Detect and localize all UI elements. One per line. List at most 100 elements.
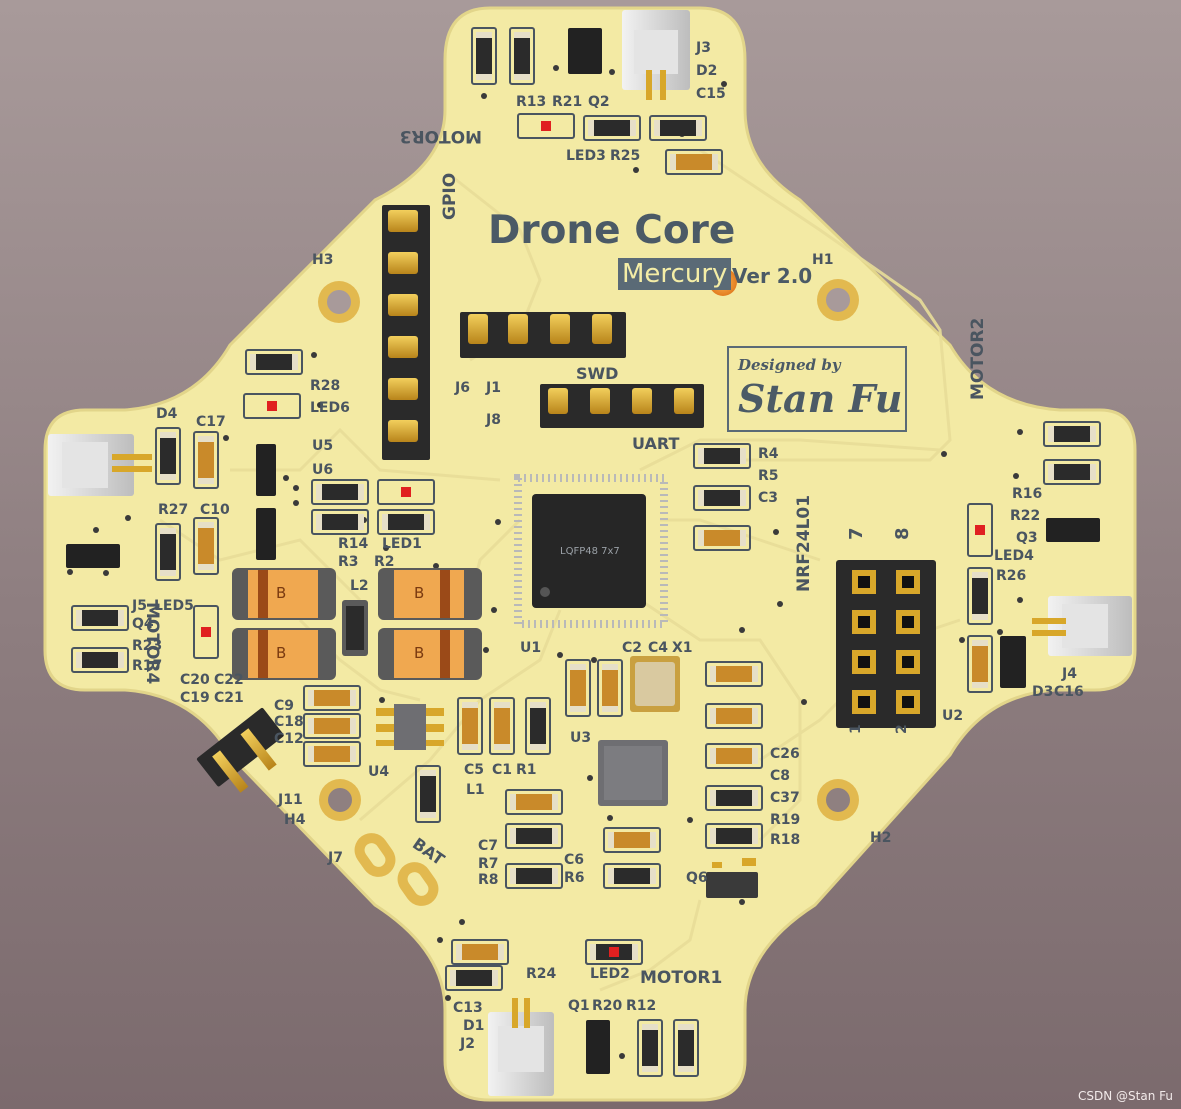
silk-label-motor2: MOTOR2 [968,317,988,400]
inductor-mark: B [414,644,425,662]
silk-label-led3: LED3 [566,148,606,164]
inductor-mark: B [276,644,287,662]
silk-label-u5: U5 [312,438,334,454]
silk-label-r2: R2 [374,554,395,570]
sot-part [256,508,276,560]
silk-label-r4: R4 [758,446,779,462]
silk-label-c3: C3 [758,490,779,506]
connector-j5 [48,434,152,496]
connector-j11 [196,707,284,793]
inductor-l2 [342,600,368,656]
designer-name: Stan Fu [738,376,903,421]
silk-label-r25: R25 [610,148,641,164]
res-part [509,27,535,85]
cap-part [193,431,219,489]
silk-label-r5: R5 [758,468,779,484]
res-part [471,27,497,85]
cap-part [303,713,361,739]
silk-label-r8: R8 [478,872,499,888]
cap-part [705,661,763,687]
silk-label-c2: C2 [622,640,643,656]
ic-part [445,965,503,991]
res-part [673,1019,699,1077]
res-part [693,443,751,469]
res-part [377,509,435,535]
res-part [311,479,369,505]
res-part [155,523,181,581]
silk-label-c18: C18 [274,714,304,730]
silk-label-led1: LED1 [382,536,422,552]
designed-by-label: Designed by [738,356,841,374]
silk-label-led5: LED5 [154,598,194,614]
res-part [71,605,129,631]
silk-label-c5: C5 [464,762,485,778]
silk-label-c26: C26 [770,746,800,762]
silk-label-r26: R26 [996,568,1027,584]
silk-label-c17: C17 [196,414,226,430]
silk-label-r1: R1 [516,762,537,778]
inductor-tr [378,568,482,620]
uart-header [540,384,704,428]
ic-part [649,115,707,141]
silk-label-j11: J11 [278,792,303,808]
res-part [705,823,763,849]
silk-label-motor3: MOTOR3 [399,126,482,146]
silk-label-j5: J5 [132,598,147,614]
cap-part [693,525,751,551]
silk-label-d4: D4 [156,406,178,422]
cap-part [967,635,993,693]
silk-label-pin1: 1 [848,724,864,734]
inductor-mark: B [276,584,287,602]
silk-label-d3: D3 [1032,684,1054,700]
ic-part [155,427,181,485]
silk-label-q1: Q1 [568,998,590,1014]
silk-label-c37: C37 [770,790,800,806]
passive-components [66,27,1101,1077]
res-part [693,485,751,511]
silk-label-x1: X1 [672,640,693,656]
silk-label-r7: R7 [478,856,499,872]
res-part [637,1019,663,1077]
silk-label-c19: C19 [180,690,210,706]
silk-label-u2: U2 [942,708,964,724]
res-part [525,697,551,755]
mounting-holes [318,279,859,821]
sot-part [66,544,120,568]
res-part [705,785,763,811]
silk-label-h2: H2 [870,830,892,846]
cap-part [457,697,483,755]
cap-part [489,697,515,755]
mcu-marking: LQFP48 7x7 [560,546,620,557]
silk-label-u6: U6 [312,462,334,478]
cap-part [603,827,661,853]
res-part [415,765,441,823]
res-part [1043,459,1101,485]
res-part [505,863,563,889]
mcu-u1 [514,474,668,628]
led-part [517,113,575,139]
cap-part [303,685,361,711]
nrf-socket [836,560,936,728]
silk-label-c9: C9 [274,698,295,714]
silk-label-h4: H4 [284,812,306,828]
res-part [967,567,993,625]
sot-part [568,28,602,74]
silk-label-l1: L1 [466,782,485,798]
silk-label-d1: D1 [463,1018,485,1034]
cap-part [565,659,591,717]
silk-label-c7: C7 [478,838,499,854]
connector-j4 [1032,596,1132,656]
silk-label-j1: J1 [486,380,501,396]
silk-label-r3: R3 [338,554,359,570]
silk-label-r6: R6 [564,870,585,886]
silk-label-led4: LED4 [994,548,1034,564]
silk-label-u1: U1 [520,640,542,656]
silk-label-r27: R27 [158,502,189,518]
board-title: Drone Core [488,208,736,253]
res-part [71,647,129,673]
silk-label-h3: H3 [312,252,334,268]
battery-pads-j7 [354,833,439,906]
silk-label-c22: C22 [214,672,244,688]
res-part [583,115,641,141]
watermark: CSDN @Stan Fu [1078,1089,1173,1103]
